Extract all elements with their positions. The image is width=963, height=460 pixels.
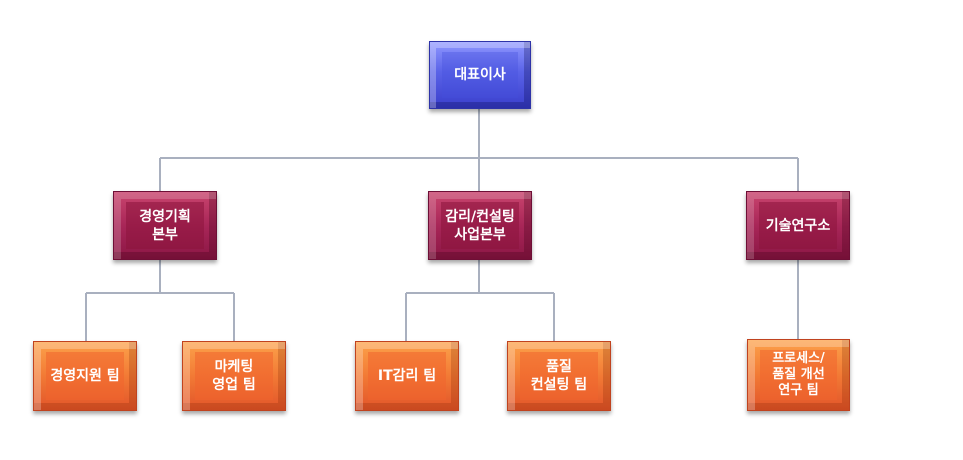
division-node-label: 기술연구소 xyxy=(765,217,831,234)
root-node-ceo: 대표이사 xyxy=(429,41,531,109)
team-node-label: IT감리 팀 xyxy=(377,368,437,384)
team-node-label: 마케팅 영업 팀 xyxy=(212,359,256,393)
team-node-quality-consulting: 품질 컨설팅 팀 xyxy=(507,341,611,411)
team-node-label: 경영지원 팀 xyxy=(50,368,120,384)
division-node-label: 경영기획 본부 xyxy=(139,208,191,243)
division-node-audit-consulting: 감리/컨설팅 사업본부 xyxy=(428,191,532,260)
division-node-management-planning: 경영기획 본부 xyxy=(113,191,217,260)
team-node-process-quality-research: 프로세스/ 품질 개선 연구 팀 xyxy=(747,339,850,411)
team-node-it-audit: IT감리 팀 xyxy=(355,341,459,411)
team-node-label: 품질 컨설팅 팀 xyxy=(530,359,588,393)
division-node-label: 감리/컨설팅 사업본부 xyxy=(445,208,515,243)
root-node-label: 대표이사 xyxy=(454,67,506,83)
team-node-marketing-sales: 마케팅 영업 팀 xyxy=(182,341,286,411)
team-node-management-support: 경영지원 팀 xyxy=(33,341,137,411)
division-node-research-lab: 기술연구소 xyxy=(746,191,850,260)
team-node-label: 프로세스/ 품질 개선 연구 팀 xyxy=(772,351,825,398)
